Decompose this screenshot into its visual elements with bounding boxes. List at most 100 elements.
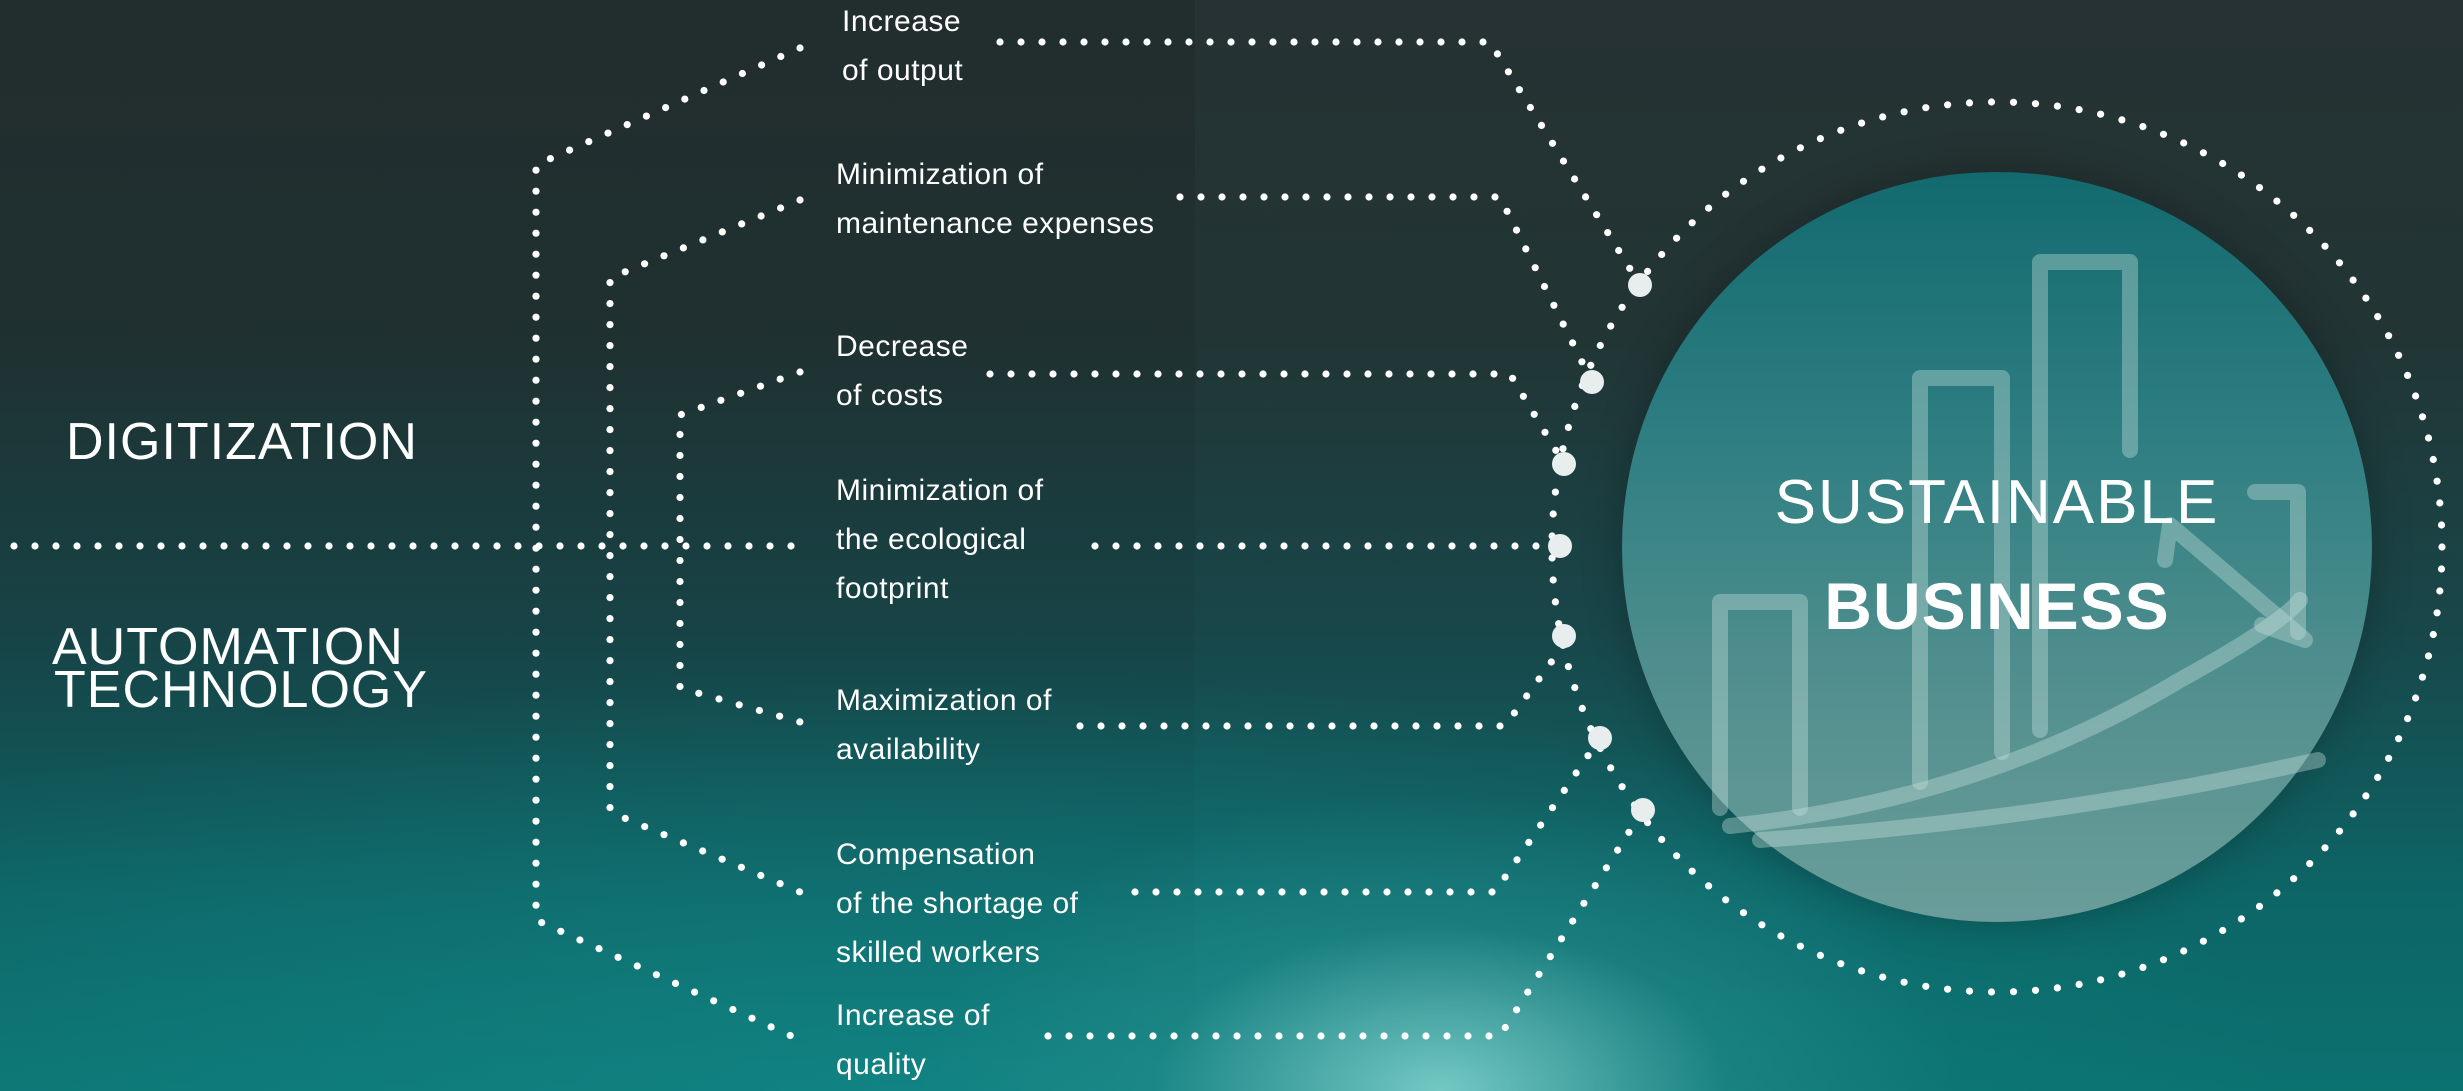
connector-dot — [1154, 542, 1162, 550]
connector-dot — [1796, 942, 1804, 950]
connector-dot — [2349, 276, 2357, 284]
connector-dot — [1513, 1006, 1521, 1014]
connector-dot — [1559, 320, 1567, 328]
connector-dot — [1523, 692, 1531, 700]
axis-line — [10, 542, 795, 550]
connector-dot — [2199, 937, 2207, 945]
connector-dot — [1170, 1032, 1178, 1040]
connector-dot — [796, 196, 804, 204]
connector-dot — [606, 300, 614, 308]
connector-dot — [2385, 754, 2393, 762]
connector-dot — [532, 439, 540, 447]
connector-dot — [557, 927, 565, 935]
connector-dot — [1395, 38, 1403, 46]
connector-dot — [2374, 773, 2382, 782]
connector-dot — [776, 880, 784, 888]
connector-dot — [1338, 1032, 1346, 1040]
connector-dot — [2321, 242, 2329, 250]
goal-decrease-costs: Decrease of costs — [836, 330, 969, 412]
connector-dot — [676, 661, 684, 670]
connector-dot — [532, 586, 540, 594]
connector-dot — [621, 268, 629, 276]
connector-dot — [1559, 157, 1568, 165]
connector-dot — [1280, 370, 1288, 378]
connector-dot — [699, 847, 707, 855]
connector-dot — [606, 468, 614, 476]
connector-dot — [1118, 722, 1126, 730]
connector-dot — [1160, 722, 1168, 730]
connector-dot — [1551, 598, 1559, 606]
connector-dot — [1344, 193, 1352, 201]
connector-dot — [1604, 229, 1612, 237]
connector-dot — [1433, 722, 1441, 730]
connector-dot — [532, 523, 540, 531]
connector-dot — [1152, 888, 1160, 896]
connector-dot — [1548, 139, 1557, 147]
connector-dot — [451, 542, 459, 550]
connector-dot — [1017, 38, 1025, 46]
connector-dot — [1128, 1032, 1136, 1040]
connector-dot — [532, 838, 540, 846]
connector-dot — [1238, 542, 1246, 550]
connector-dot — [409, 542, 417, 550]
connector-dot — [1900, 108, 1908, 116]
connector-dot — [1385, 542, 1393, 550]
connector-dot — [1607, 322, 1615, 330]
connector-dot — [677, 410, 686, 419]
goal-line-availability — [1076, 641, 1568, 730]
connector-dot — [676, 430, 684, 439]
connector-dot — [1559, 445, 1567, 453]
connector-dot — [1097, 722, 1105, 730]
connector-dot — [1332, 38, 1340, 46]
connector-dot — [2290, 875, 2298, 883]
connector-dot — [136, 542, 144, 550]
connector-dot — [1537, 121, 1546, 129]
connector-dot — [606, 342, 614, 350]
connector-dot — [1427, 542, 1435, 550]
connector-dot — [1269, 38, 1277, 46]
connector-dot — [1239, 193, 1247, 201]
connector-dot — [1112, 370, 1120, 378]
connector-dot — [745, 542, 753, 550]
connector-dot — [532, 187, 540, 195]
connector-dot — [1519, 392, 1527, 400]
connector-dot — [2199, 149, 2207, 157]
connector-dot — [1705, 204, 1713, 212]
connector-node — [1552, 624, 1576, 648]
connector-dot — [606, 426, 614, 434]
connector-dot — [367, 542, 375, 550]
connector-dot — [2395, 351, 2403, 359]
connector-dot — [2436, 499, 2444, 507]
connector-dot — [532, 649, 540, 657]
connector-dot — [1602, 864, 1610, 872]
connector-dot — [1658, 250, 1666, 259]
connector-dot — [1202, 722, 1210, 730]
connector-dot — [2412, 392, 2420, 400]
connector-dot — [719, 78, 727, 86]
connector-node — [1580, 370, 1604, 394]
connector-dot — [1401, 1032, 1409, 1040]
connector-dot — [614, 953, 622, 961]
connector-dot — [1837, 126, 1845, 134]
connector-dot — [1879, 973, 1887, 981]
connector-dot — [532, 859, 540, 867]
connector-dot — [566, 146, 574, 154]
connector-dot — [514, 542, 522, 550]
connector-dot — [1176, 193, 1184, 201]
connector-dot — [1722, 896, 1730, 904]
connector-dot — [1816, 951, 1824, 960]
connector-dot — [2031, 100, 2040, 108]
connector-dot — [1380, 1032, 1388, 1040]
connector-dot — [1362, 888, 1370, 896]
connector-dot — [532, 754, 540, 762]
connector-dot — [1437, 38, 1445, 46]
outer-bracket — [532, 44, 804, 1040]
connector-dot — [1191, 1032, 1199, 1040]
connector-dot — [1816, 135, 1824, 143]
connector-dot — [679, 839, 688, 847]
connector-dot — [1317, 1032, 1325, 1040]
connector-dot — [1596, 341, 1604, 350]
connector-dot — [430, 542, 438, 550]
connector-dot — [606, 657, 614, 665]
connector-dot — [676, 682, 684, 691]
